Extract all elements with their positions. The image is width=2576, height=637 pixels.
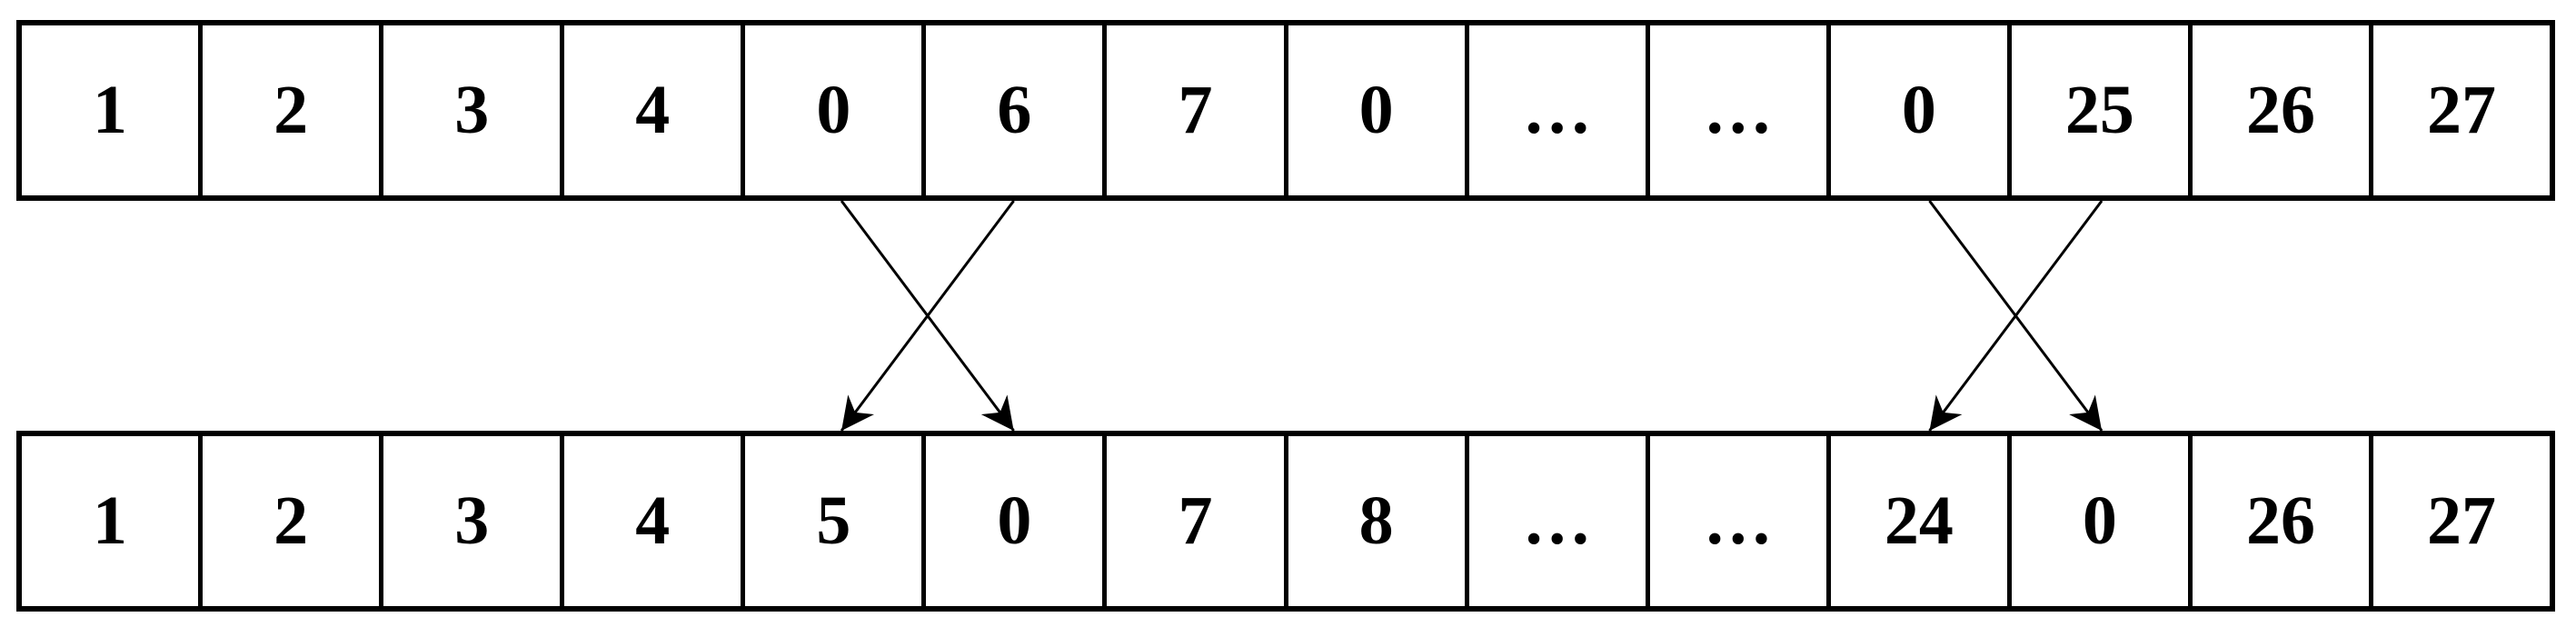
bottom-row-cell: 5 [745, 436, 927, 606]
top-row-cell: 4 [564, 25, 746, 195]
top-row-cell: 7 [1107, 25, 1288, 195]
top-row-cell: 0 [1831, 25, 2012, 195]
bottom-row-cell: 8 [1288, 436, 1469, 606]
top-row-cell: 2 [203, 25, 384, 195]
top-row-cell: 6 [926, 25, 1108, 195]
bottom-row-cell: 2 [203, 436, 384, 606]
bottom-row-cell: 0 [2012, 436, 2193, 606]
bottom-row-cell: 24 [1831, 436, 2012, 606]
top-row-cell: 26 [2193, 25, 2374, 195]
top-row-cell: 3 [383, 25, 565, 195]
bottom-row-cell: 4 [564, 436, 746, 606]
top-row-cell: 1 [22, 25, 204, 195]
bottom-row-cell: 0 [926, 436, 1108, 606]
top-row-cell: 27 [2427, 72, 2497, 148]
top-row-cell: … [1469, 25, 1650, 195]
bottom-row-cell: 7 [1107, 436, 1288, 606]
bottom-row-cell: 3 [383, 436, 565, 606]
swap-arrow [840, 200, 1015, 432]
bottom-row-cell: 27 [2427, 483, 2497, 559]
bottom-row-cell: 26 [2193, 436, 2374, 606]
top-row-cell: … [1650, 25, 1831, 195]
top-row-cell: 0 [745, 25, 927, 195]
top-row-cell: 25 [2012, 25, 2193, 195]
bottom-row-cell: … [1650, 436, 1831, 606]
bottom-row-cell: … [1469, 436, 1650, 606]
swap-arrow [1928, 200, 2104, 432]
bottom-row-cell: 1 [22, 436, 204, 606]
top-row-cell: 0 [1288, 25, 1469, 195]
